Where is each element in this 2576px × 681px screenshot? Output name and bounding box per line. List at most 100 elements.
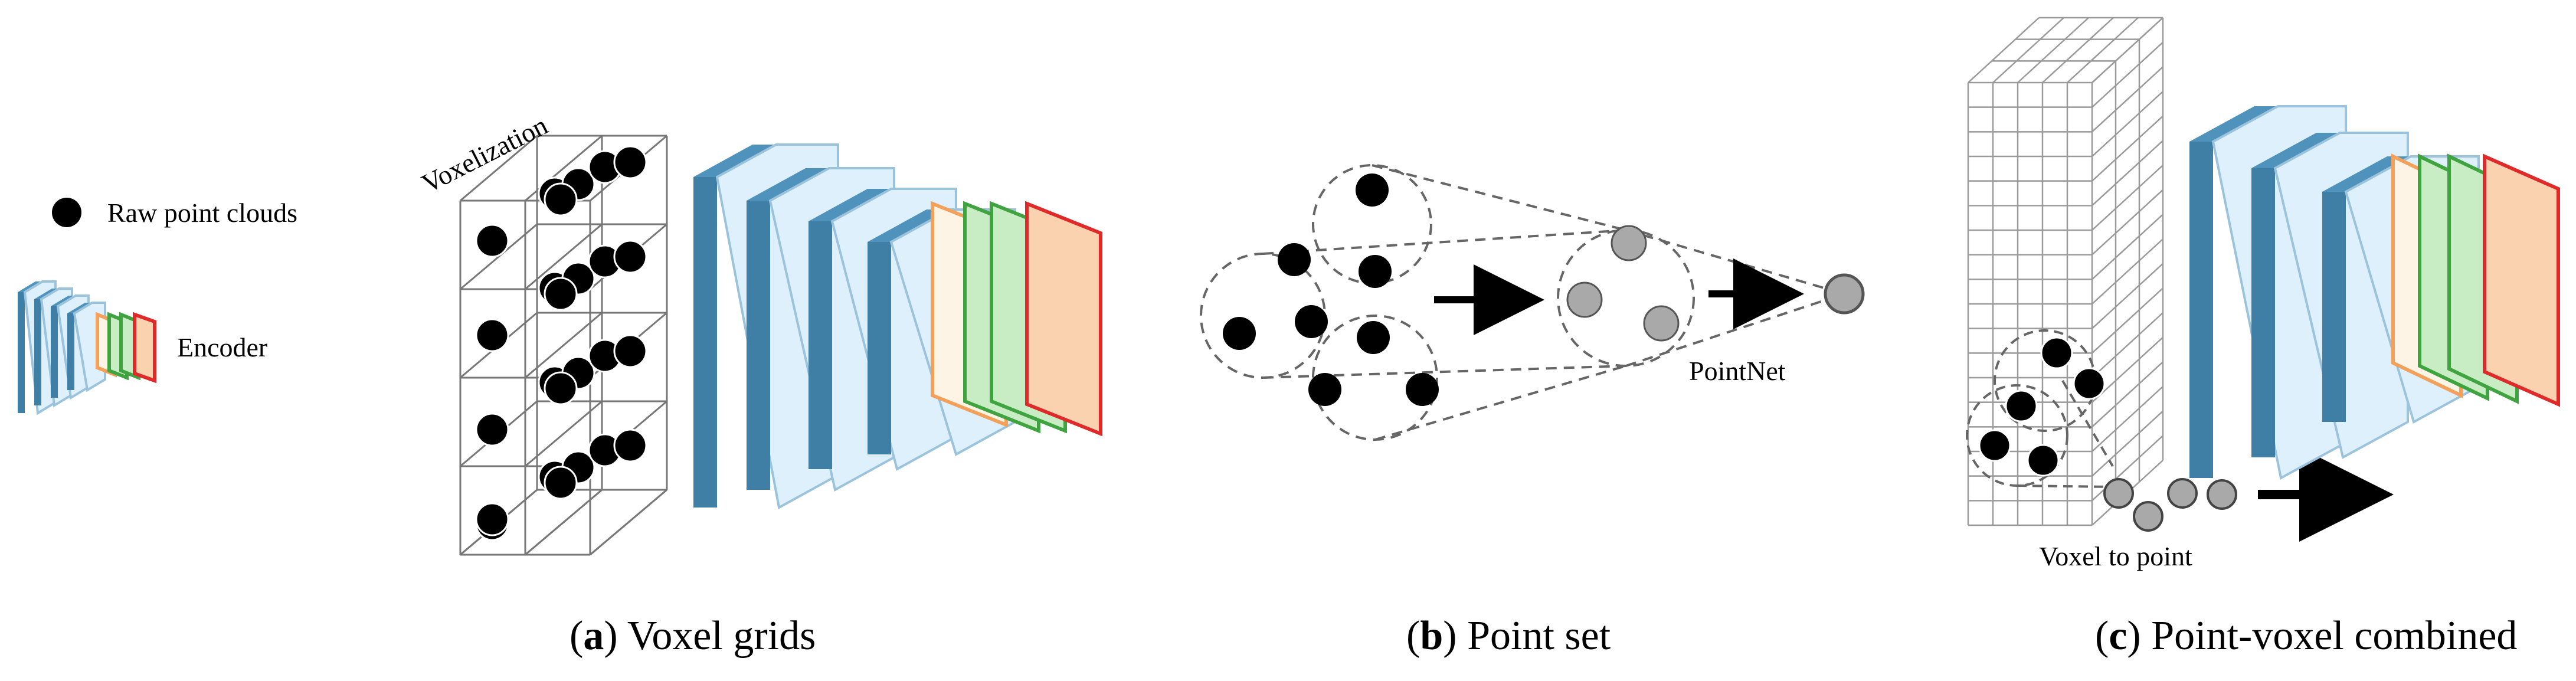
gray-point (1566, 281, 1603, 318)
voxel-point (544, 371, 578, 405)
gray-point (1643, 305, 1680, 342)
black-point (1359, 255, 1392, 288)
fine-grid-line (2091, 386, 2163, 452)
legend-encoder-layer-2-side (34, 299, 41, 405)
voxel-group-point (2027, 444, 2060, 477)
encoder-a-layer-2-side (747, 201, 770, 490)
legend-points-label: Raw point clouds (107, 198, 297, 228)
caption-a-text: Voxel grids (618, 613, 816, 659)
encoder-a-layer-4-top (868, 209, 950, 242)
grid-line (525, 135, 603, 202)
encoder-c-layer-3-top (2322, 156, 2411, 192)
encoder-a-layer-3-top (809, 189, 891, 221)
encoder-c-layer-2-side (2251, 168, 2275, 457)
black-point (1278, 243, 1311, 276)
voxel-group-point (2040, 336, 2073, 369)
fine-grid-line (1968, 17, 2040, 83)
caption-c-text: Point-voxel combined (2141, 613, 2518, 659)
voxel-point (613, 240, 647, 274)
grid-line (525, 400, 603, 467)
grid-line (460, 135, 538, 202)
legend: Raw point clouds Encoder (18, 198, 297, 415)
voxel-point (613, 334, 647, 368)
projection-line (1372, 164, 1626, 231)
voxel-group-point (1978, 429, 2011, 462)
black-point (1223, 317, 1256, 350)
projection-line (1625, 293, 1845, 367)
legend-encoder-icon (18, 280, 156, 415)
fine-grid-line (2091, 287, 2163, 354)
fine-grid-line (2091, 91, 2163, 157)
voxel-point (613, 145, 647, 179)
voxel-group-line (2017, 484, 2113, 488)
encoder-a-card-salmon (1025, 201, 1102, 437)
encoder-a-layer-4-side (868, 242, 891, 454)
caption-b: (b) Point set (1406, 613, 1611, 659)
fine-grid-line (2091, 165, 2163, 231)
converted-point (2133, 501, 2163, 532)
fine-grid-line (2091, 312, 2163, 378)
grid-line (525, 312, 603, 379)
fine-grid-line (2091, 66, 2163, 133)
voxelization-label: Voxelization (417, 110, 552, 199)
voxel-point (544, 277, 578, 311)
pointnet-label: PointNet (1689, 356, 1786, 386)
fine-grid-line (2091, 361, 2163, 428)
converted-point (2167, 478, 2198, 509)
black-point (1308, 373, 1341, 406)
encoder-c-layer-3-side (2322, 192, 2346, 422)
voxel-point (475, 224, 509, 258)
caption-c-letter: c (2109, 613, 2127, 659)
black-point (1356, 173, 1389, 207)
voxel-point (544, 466, 578, 500)
projection-line (1262, 229, 1626, 255)
voxel-points (475, 145, 647, 541)
panel-c: Voxel to point (1966, 17, 2560, 571)
fine-grid-line (2091, 41, 2163, 108)
legend-point-icon (52, 198, 81, 227)
fine-grid-line (2091, 336, 2163, 403)
voxel-group-line (2061, 379, 2114, 467)
encoder-a-layer-1-side (693, 177, 717, 508)
converted-points (2103, 478, 2237, 532)
converted-point (2103, 478, 2134, 509)
panel-b: PointNet (1200, 164, 1865, 441)
black-point (1357, 321, 1390, 354)
panel-a: Voxelization (417, 110, 1102, 556)
black-point (1406, 373, 1439, 406)
caption-b-text: Point set (1457, 613, 1611, 659)
fine-grid-line (2091, 189, 2163, 256)
projection-line (1374, 365, 1626, 441)
grid-line (525, 489, 603, 556)
caption-b-letter: b (1420, 613, 1443, 659)
encoder-c (2189, 105, 2560, 480)
fine-grid-line (2091, 214, 2163, 280)
legend-encoder-layer-4-side (67, 313, 74, 390)
legend-encoder-label: Encoder (177, 332, 267, 362)
encoder-c-layer-1-top (2189, 106, 2278, 142)
legend-encoder-layer-1-side (18, 292, 25, 413)
black-point (1295, 305, 1328, 338)
fine-grid-line (2091, 263, 2163, 329)
caption-a-letter: a (583, 613, 604, 659)
caption-c: (c) Point-voxel combined (2095, 613, 2517, 659)
voxel-point-groups (1966, 329, 2114, 488)
grid-line (460, 223, 538, 290)
encoder-a-layer-2-top (747, 168, 829, 201)
grid-line (590, 489, 667, 556)
voxel-point (544, 182, 578, 217)
gray-point (1611, 225, 1647, 261)
point-set (1223, 173, 1680, 406)
encoder-c-card-salmon-face (2483, 153, 2560, 407)
encoder-a-layer-1-top (693, 145, 776, 177)
voxel-group-point (2005, 389, 2038, 423)
legend-card-salmon (133, 312, 156, 384)
grouping-lines (1262, 164, 1845, 441)
fine-grid-line (1992, 17, 2064, 83)
fine-grid-line (2042, 17, 2114, 83)
fine-grid-line (2091, 115, 2163, 182)
fine-grid-line (2091, 17, 2163, 83)
fine-grid-line (2091, 410, 2163, 477)
legend-encoder-layer-3-side (51, 306, 58, 398)
